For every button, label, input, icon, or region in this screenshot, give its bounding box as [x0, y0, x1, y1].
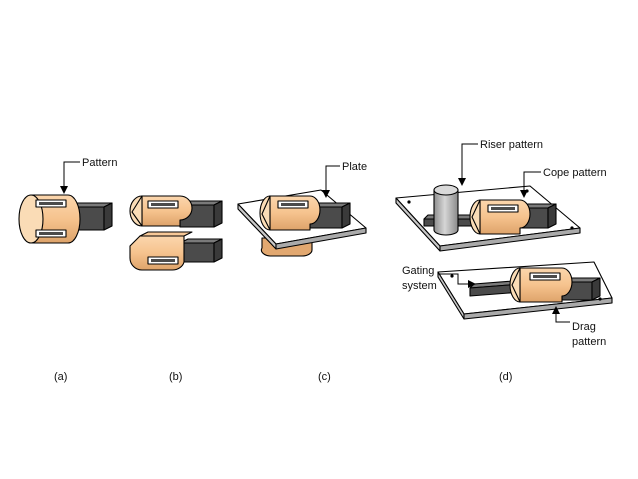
gating-system-label-line2: system [402, 280, 437, 292]
pattern-cylinder [18, 194, 81, 244]
gating-system-leader [438, 273, 476, 288]
drag-pattern-leader [552, 306, 570, 323]
caption-a: (a) [54, 371, 67, 383]
caption-c: (c) [318, 371, 331, 383]
cope-pattern-leader [520, 171, 541, 198]
plate-label: Plate [342, 161, 367, 173]
pattern-leader [60, 161, 80, 194]
riser [433, 184, 459, 236]
panel-d-cope-and-drag: Riser pattern Cope pattern Gating system… [395, 139, 613, 348]
panel-a-solid-pattern: Pattern [18, 157, 117, 244]
pattern-label: Pattern [82, 157, 117, 169]
caption-b: (b) [169, 371, 182, 383]
riser-pattern-leader [458, 143, 478, 186]
split-upper-half [129, 195, 223, 228]
plate-leader [322, 165, 340, 198]
drag-pattern-label-line1: Drag [572, 321, 596, 333]
drag-pattern-label-line2: pattern [572, 336, 606, 348]
riser-pattern-label: Riser pattern [480, 139, 543, 151]
panel-c-match-plate: Plate [237, 161, 367, 257]
panel-b-split-pattern [129, 195, 223, 271]
split-lower-half [129, 231, 223, 271]
gating-system-label-line1: Gating [402, 265, 434, 277]
cope-pattern-label: Cope pattern [543, 167, 607, 179]
caption-d: (d) [499, 371, 512, 383]
